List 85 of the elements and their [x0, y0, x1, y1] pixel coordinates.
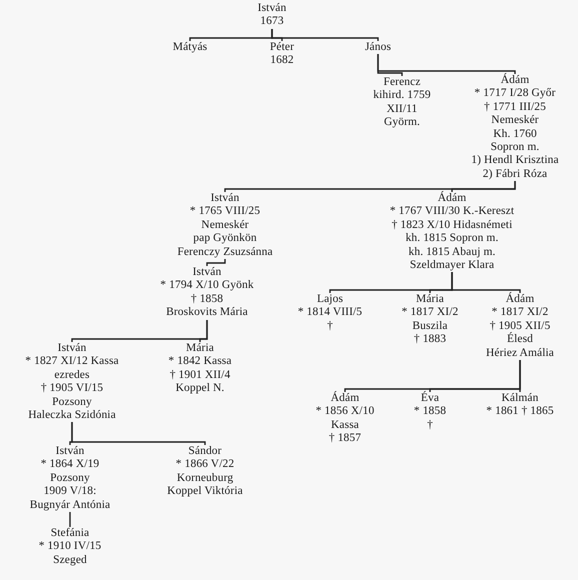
- person-detail: † 1905 XII/5: [490, 320, 550, 332]
- person-detail: * 1817 XI/2: [402, 306, 458, 320]
- family-line: [519, 360, 521, 392]
- person-detail: * 1861 † 1865: [486, 405, 554, 419]
- person-detail: pap Gyönkön: [193, 232, 257, 246]
- person-detail: Györm.: [384, 116, 420, 130]
- person-detail: * 1864 X/19: [40, 458, 100, 472]
- person-detail: Nemeskér: [491, 114, 539, 128]
- person-detail: Broskovits Mária: [166, 306, 248, 320]
- person-detail: kh. 1815 Sopron m.: [406, 232, 498, 246]
- person-detail: † 1858: [190, 292, 224, 306]
- person-detail: Szeged: [53, 554, 87, 568]
- person-detail: * 1814 VIII/5: [298, 306, 362, 320]
- person-name: István: [258, 2, 286, 16]
- person-detail: Sopron m.: [490, 141, 540, 154]
- person-detail: 1682: [270, 54, 294, 68]
- family-line: [377, 54, 516, 74]
- person-detail: † 1901 XII/4: [170, 368, 230, 382]
- person-detail: * 1817 XI/2: [492, 306, 548, 320]
- person-detail: † 1771 III/25: [484, 100, 546, 114]
- family-line: [271, 29, 379, 41]
- person-detail: Koppel Viktória: [167, 485, 243, 499]
- person-detail: * 1765 VIII/25: [190, 205, 260, 219]
- person-detail: Bugnyár Antónia: [30, 498, 110, 512]
- person-detail: Koppel N.: [176, 382, 224, 396]
- person-detail: * 1717 I/28 Győr: [474, 87, 556, 101]
- person-detail: * 1858: [414, 405, 446, 419]
- person-detail: * 1856 X/10: [316, 405, 374, 419]
- family-line: [451, 181, 516, 192]
- person-detail: Élesd: [506, 333, 534, 347]
- person-detail: † 1905 VI/15: [40, 382, 104, 396]
- person-detail: 1673: [260, 15, 284, 29]
- person-detail: * 1827 XI/12 Kassa: [25, 355, 119, 369]
- person-detail: 1909 V/18:: [44, 485, 96, 499]
- person-name: Kálmán: [501, 392, 538, 406]
- person-detail: Pozsony: [52, 396, 92, 410]
- person-name: Lajos: [316, 293, 344, 306]
- person-name: István: [210, 192, 240, 206]
- person-detail: Pozsony: [50, 472, 90, 486]
- person-name: János: [364, 41, 392, 54]
- person-detail: * 1767 VIII/30 K.-Kereszt: [390, 205, 514, 219]
- family-line: [451, 272, 521, 293]
- person-detail: Korneuburg: [176, 472, 234, 486]
- person-name: Ádám: [330, 392, 360, 406]
- person-name: Mária: [416, 293, 444, 306]
- person-detail: ezredes: [54, 368, 90, 382]
- person-detail: † 1883: [414, 333, 446, 347]
- person-name: Ádám: [500, 74, 530, 88]
- person-detail: Hériez Amália: [486, 346, 554, 360]
- person-detail: 1) Hendl Krisztina: [471, 154, 559, 168]
- person-name: Stefánia: [50, 527, 90, 540]
- person-detail: †: [327, 320, 333, 334]
- person-name: Ádám: [438, 192, 466, 206]
- person-detail: † 1823 X/10 Hidasnémeti: [392, 218, 512, 232]
- family-line: [69, 512, 71, 527]
- person-name: István: [192, 266, 222, 280]
- person-name: Sándor: [188, 445, 222, 458]
- person-detail: †: [427, 418, 433, 432]
- family-line: [206, 259, 226, 266]
- person-detail: Haleczka Szidónia: [28, 409, 116, 422]
- person-name: Mária: [186, 342, 214, 356]
- person-detail: * 1794 X/10 Gyönk: [160, 279, 254, 293]
- person-detail: * 1842 Kassa: [168, 355, 232, 369]
- person-detail: Szeldmayer Klara: [410, 259, 494, 272]
- person-detail: Buszila: [412, 320, 448, 334]
- person-detail: kihird. 1759: [373, 89, 431, 103]
- person-detail: Ferenczy Zsuzsánna: [177, 246, 273, 260]
- family-line: [71, 422, 206, 445]
- person-detail: Kh. 1760: [493, 128, 537, 142]
- person-name: István: [56, 445, 84, 458]
- person-detail: † 1857: [328, 432, 362, 446]
- person-name: Éva: [420, 392, 440, 406]
- person-name: Mátyás: [172, 41, 208, 54]
- person-name: István: [58, 342, 86, 356]
- person-detail: Kassa: [331, 418, 359, 432]
- person-detail: 2) Fábri Róza: [482, 168, 548, 182]
- person-detail: * 1910 IV/15: [38, 540, 102, 554]
- person-detail: * 1866 V/22: [176, 458, 234, 472]
- person-detail: Nemeskér: [201, 218, 249, 232]
- person-name: Péter: [270, 41, 294, 54]
- person-detail: kh. 1815 Abauj m.: [408, 246, 496, 260]
- person-name: Ádám: [506, 293, 534, 306]
- person-detail: XII/11: [386, 102, 418, 116]
- person-name: Ferencz: [383, 76, 421, 90]
- family-line: [199, 320, 208, 342]
